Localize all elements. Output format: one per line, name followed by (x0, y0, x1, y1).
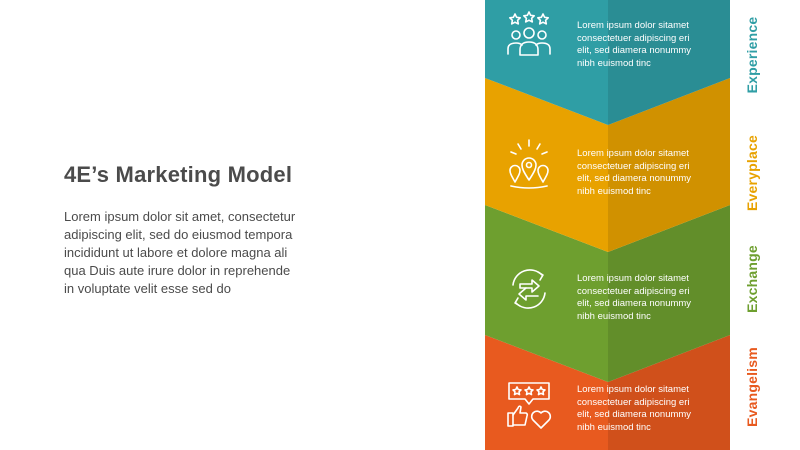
chevron-block-everyplace-shade (608, 78, 730, 252)
label-exchange: Exchange (742, 224, 762, 334)
review-like-icon (505, 380, 553, 432)
chevron-block-evangelism-left (485, 335, 608, 450)
item-description: Lorem ipsum dolor sitamet consectetuer a… (577, 20, 692, 69)
label-evangelism-text: Evangelism (744, 347, 760, 427)
label-exchange-text: Exchange (744, 245, 760, 313)
item-description: Lorem ipsum dolor sitamet consectetuer a… (577, 384, 692, 433)
label-everyplace: Everyplace (742, 118, 762, 228)
label-evangelism: Evangelism (742, 332, 762, 442)
intro-section: 4E’s Marketing Model Lorem ipsum dolor s… (64, 162, 364, 298)
page-title: 4E’s Marketing Model (64, 162, 293, 187)
item-description: Lorem ipsum dolor sitamet consectetuer a… (577, 273, 692, 322)
label-experience: Experience (742, 0, 762, 110)
chevron-stack-background (485, 0, 730, 450)
chevron-block-exchange-right (608, 205, 730, 382)
location-pins-icon (505, 138, 553, 190)
chevron-block-evangelism-right (608, 335, 730, 450)
chevron-block-evangelism-shade (608, 335, 730, 450)
label-everyplace-text: Everyplace (744, 135, 760, 211)
item-description: Lorem ipsum dolor sitamet consectetuer a… (577, 148, 692, 197)
label-experience-text: Experience (744, 16, 760, 94)
chevron-block-everyplace-left (485, 78, 608, 252)
chevron-block-experience-right (608, 0, 730, 125)
exchange-arrows-icon (505, 263, 553, 315)
chevron-stack-diagram: Lorem ipsum dolor sitamet consectetuer a… (485, 0, 730, 450)
chevron-block-everyplace-right (608, 78, 730, 252)
chevron-block-exchange-left (485, 205, 608, 382)
intro-description: Lorem ipsum dolor sit amet, consectetur … (64, 209, 296, 296)
chevron-block-exchange-shade (608, 205, 730, 382)
users-stars-icon (505, 10, 553, 62)
chevron-block-experience-shade (608, 0, 730, 125)
